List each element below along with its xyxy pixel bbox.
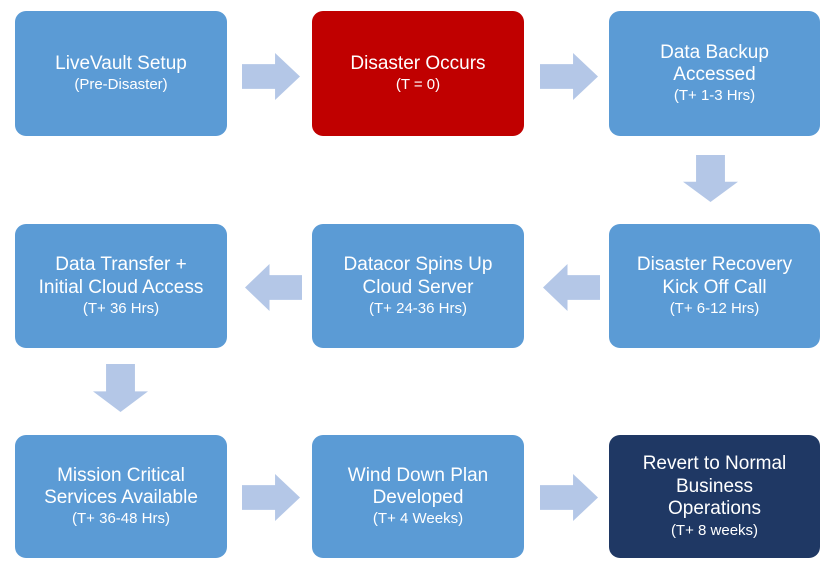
arrow-down-icon	[93, 364, 148, 412]
arrow-right-icon	[540, 474, 598, 521]
step-timeframe: (T+ 4 Weeks)	[372, 510, 464, 528]
step-title: Disaster Occurs	[350, 52, 486, 74]
step-timeframe: (T+ 36 Hrs)	[82, 299, 160, 317]
step-title: Revert to Normal Business Operations	[642, 453, 787, 520]
flow-step-livevault-setup: LiveVault Setup (Pre-Disaster)	[15, 11, 227, 136]
flow-step-wind-down-plan: Wind Down Plan Developed (T+ 4 Weeks)	[312, 435, 524, 558]
step-timeframe: (T+ 36-48 Hrs)	[72, 510, 170, 528]
step-title: Data Backup Accessed	[660, 41, 769, 85]
flow-step-data-backup-accessed: Data Backup Accessed (T+ 1-3 Hrs)	[609, 11, 820, 136]
step-title: Datacor Spins Up Cloud Server	[343, 254, 493, 298]
flow-step-mission-critical-services: Mission Critical Services Available (T+ …	[15, 435, 227, 558]
flow-step-data-transfer-cloud-access: Data Transfer + Initial Cloud Access (T+…	[15, 224, 227, 348]
step-title: Mission Critical Services Available	[44, 464, 198, 508]
flow-step-disaster-recovery-kickoff: Disaster Recovery Kick Off Call (T+ 6-12…	[609, 224, 820, 348]
arrow-right-icon	[540, 53, 598, 100]
arrow-right-icon	[242, 474, 300, 521]
step-title: LiveVault Setup	[55, 52, 187, 74]
flow-step-datacor-spins-up-cloud: Datacor Spins Up Cloud Server (T+ 24-36 …	[312, 224, 524, 348]
step-title: Data Transfer + Initial Cloud Access	[38, 254, 204, 298]
step-timeframe: (T+ 8 weeks)	[670, 521, 759, 539]
arrow-right-icon	[242, 53, 300, 100]
step-timeframe: (T = 0)	[395, 76, 441, 94]
step-timeframe: (T+ 6-12 Hrs)	[669, 299, 760, 317]
arrow-left-icon	[543, 264, 600, 311]
step-timeframe: (T+ 24-36 Hrs)	[369, 299, 467, 317]
arrow-down-icon	[683, 155, 738, 202]
step-timeframe: (Pre-Disaster)	[74, 76, 168, 94]
step-title: Wind Down Plan Developed	[347, 464, 489, 508]
flow-step-disaster-occurs: Disaster Occurs (T = 0)	[312, 11, 524, 136]
flow-step-revert-normal-operations: Revert to Normal Business Operations (T+…	[609, 435, 820, 558]
step-title: Disaster Recovery Kick Off Call	[636, 254, 793, 298]
step-timeframe: (T+ 1-3 Hrs)	[673, 87, 756, 105]
arrow-left-icon	[245, 264, 302, 311]
